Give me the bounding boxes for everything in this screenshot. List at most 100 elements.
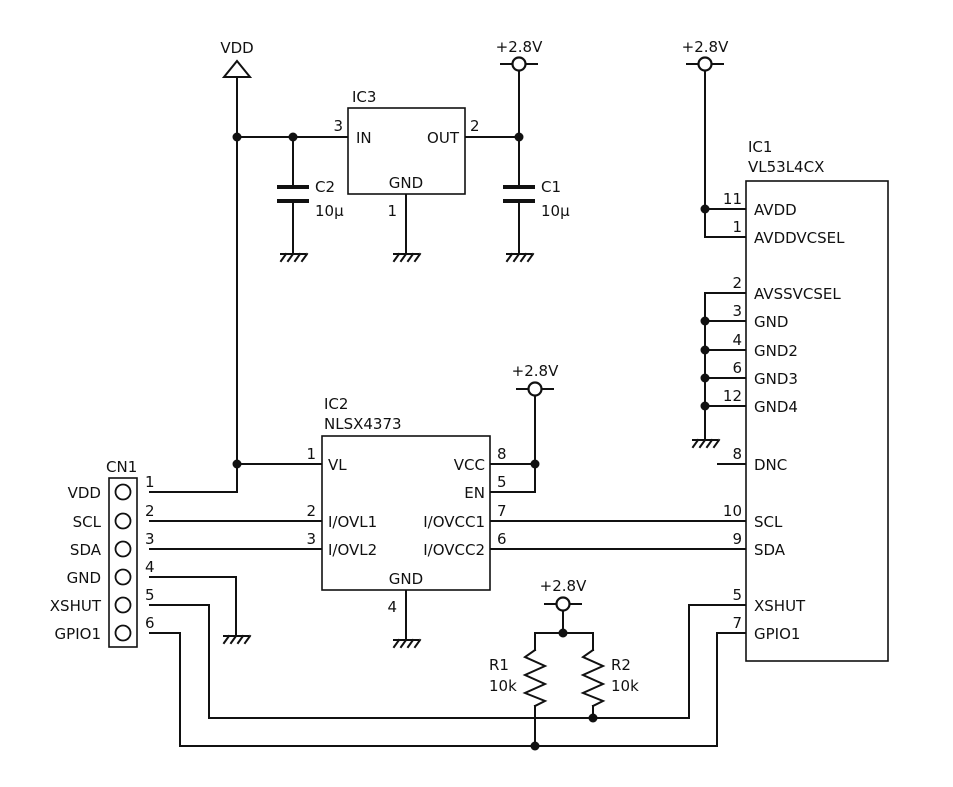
ic2-pin-name: I/OVL2 (328, 541, 377, 559)
cn1-body (108, 477, 138, 648)
ic2-pin-name: I/OVCC2 (423, 541, 485, 559)
cn1-ref-label: CN1 (106, 458, 137, 476)
ic1-pin-number: 8 (732, 445, 742, 463)
ground-symbol (691, 438, 721, 449)
cn1-pin-number: 5 (145, 586, 155, 604)
r1-value-label: 10k (489, 677, 517, 695)
ic1-pin-number: 11 (723, 190, 742, 208)
ic3-in-pin-number: 3 (333, 117, 343, 135)
ic3-out-pin-number: 2 (470, 117, 480, 135)
cn1-pin-name: GND (67, 569, 101, 587)
junction-dots (232, 132, 710, 751)
ic3-gnd-label: GND (389, 174, 423, 192)
ic1-pin-name: GND4 (754, 398, 798, 416)
ic2-body (321, 435, 491, 591)
ic2-pin-name: I/OVL1 (328, 513, 377, 531)
ground-symbol (222, 634, 252, 645)
c2-value-label: 10μ (315, 202, 344, 220)
ic1-pin-name: GND3 (754, 370, 798, 388)
ic1-pin-number: 6 (732, 359, 742, 377)
ic1-pin-number: 4 (732, 331, 742, 349)
ic2-pin-name: VCC (454, 456, 485, 474)
ic1-part-label: VL53L4CX (748, 158, 824, 176)
ic2-pin-number: 6 (497, 530, 507, 548)
cn1-pin-number: 4 (145, 558, 155, 576)
ic2-gnd-label: GND (389, 570, 423, 588)
r2-value-label: 10k (611, 677, 639, 695)
c2-capacitor-symbol (277, 185, 309, 203)
ic2-part-label: NLSX4373 (324, 415, 402, 433)
cn1-pin-name: GPIO1 (55, 625, 101, 643)
ic2-pin-name: I/OVCC1 (423, 513, 485, 531)
cn1-pin-number: 2 (145, 502, 155, 520)
r1-ref-label: R1 (489, 656, 509, 674)
cn1-pin-circles (114, 483, 132, 642)
ic1-pin-number: 9 (732, 530, 742, 548)
ic1-body (745, 180, 889, 662)
cn1-pin-number: 3 (145, 530, 155, 548)
ic1-pin-number: 10 (723, 502, 742, 520)
ic2-pin-number: 8 (497, 445, 507, 463)
p28-rail-label: +2.8V (496, 38, 543, 56)
ic3-body (347, 107, 466, 195)
r1-resistor-symbol (522, 648, 548, 708)
ic3-gnd-pin-number: 1 (387, 202, 397, 220)
vdd-rail-label: VDD (220, 39, 253, 57)
p28-rail-label: +2.8V (682, 38, 729, 56)
ic1-pin-name: SCL (754, 513, 783, 531)
ic3-ref-label: IC3 (352, 88, 376, 106)
ic1-pin-name: AVDD (754, 201, 797, 219)
c1-capacitor-symbol (503, 185, 535, 203)
ic2-pin-number: 7 (497, 502, 507, 520)
ic2-gnd-pin-number: 4 (387, 598, 397, 616)
ic2-pin-number: 5 (497, 473, 507, 491)
ic2-pin-name: VL (328, 456, 347, 474)
p28-rail-label: +2.8V (512, 362, 559, 380)
ground-symbol (392, 252, 422, 263)
ic2-pin-name: EN (464, 484, 485, 502)
ic1-pin-number: 3 (732, 302, 742, 320)
ic1-pin-name: GND2 (754, 342, 798, 360)
r2-resistor-symbol (580, 648, 606, 708)
ic1-pin-number: 12 (723, 387, 742, 405)
cn1-pin-name: VDD (68, 484, 101, 502)
ground-symbol (392, 638, 422, 649)
ic1-pin-name: DNC (754, 456, 787, 474)
ic1-pin-name: XSHUT (754, 597, 806, 615)
ic2-ref-label: IC2 (324, 395, 348, 413)
ic1-pin-name: AVDDVCSEL (754, 229, 845, 247)
r2-ref-label: R2 (611, 656, 631, 674)
ic1-pin-name: GND (754, 313, 788, 331)
ic2-pin-number: 1 (306, 445, 316, 463)
ground-symbol (279, 252, 309, 263)
ic2-pin-number: 2 (306, 502, 316, 520)
ic3-out-label: OUT (427, 129, 460, 147)
p28-terminal-symbol (500, 56, 538, 72)
cn1-pin-name: XSHUT (50, 597, 102, 615)
ic1-pin-number: 7 (732, 614, 742, 632)
p28-terminal-symbol (544, 596, 582, 612)
ic1-pin-number: 5 (732, 586, 742, 604)
wires (149, 67, 747, 747)
c1-value-label: 10μ (541, 202, 570, 220)
p28-terminal-symbol (516, 381, 554, 397)
cn1-pin-name: SCL (73, 513, 102, 531)
vdd-triangle-symbol (221, 59, 253, 78)
ic3-in-label: IN (356, 129, 372, 147)
cn1-pin-name: SDA (70, 541, 102, 559)
p28-terminal-symbol (686, 56, 724, 72)
ic1-pin-labels: 11AVDD1AVDDVCSEL2AVSSVCSEL3GND4GND26GND3… (723, 190, 845, 643)
ic1-pin-name: SDA (754, 541, 786, 559)
ground-symbol (505, 252, 535, 263)
ic1-pin-number: 1 (732, 218, 742, 236)
cn1-pin-number: 1 (145, 473, 155, 491)
ic1-pin-number: 2 (732, 274, 742, 292)
c1-ref-label: C1 (541, 178, 561, 196)
ic1-pin-name: AVSSVCSEL (754, 285, 841, 303)
ic1-ref-label: IC1 (748, 138, 772, 156)
c2-ref-label: C2 (315, 178, 335, 196)
